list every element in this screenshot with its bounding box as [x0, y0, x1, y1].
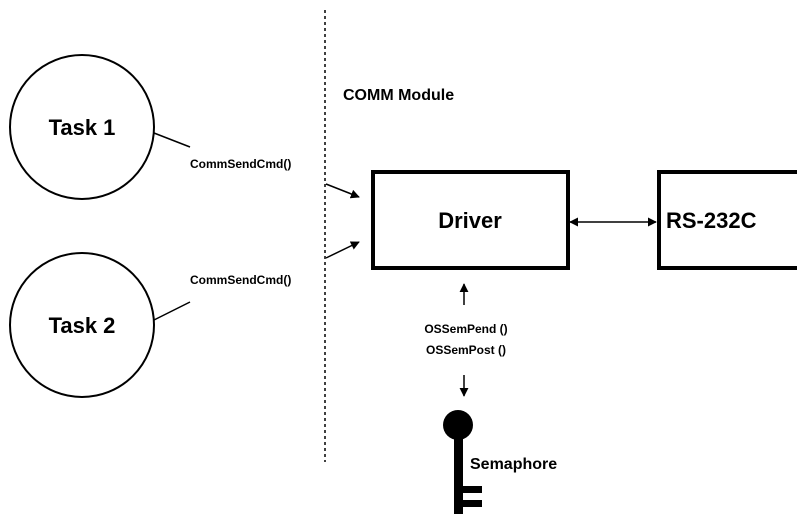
task-2-node: Task 2 [9, 252, 155, 398]
task-2-connector [153, 301, 191, 321]
semaphore-label: Semaphore [470, 456, 557, 473]
task-1-label: Task 1 [49, 115, 116, 140]
task-1-node: Task 1 [9, 54, 155, 200]
driver-box: Driver [371, 170, 570, 270]
key-icon [443, 410, 482, 514]
driver-label: Driver [438, 208, 502, 233]
sem-post-label: OSSemPost () [426, 343, 506, 357]
sem-pend-label: OSSemPend () [424, 322, 507, 336]
call-label-task-2: CommSendCmd() [190, 273, 291, 287]
task-1-connector [153, 132, 191, 148]
call-arrow-task-2 [325, 241, 360, 259]
call-label-task-1: CommSendCmd() [190, 157, 291, 171]
rs232c-label: RS-232C [666, 208, 757, 233]
rs232c-box: RS-232C [657, 170, 797, 270]
task-2-label: Task 2 [49, 313, 116, 338]
module-label: COMM Module [343, 87, 454, 104]
call-arrow-task-1 [325, 183, 360, 199]
